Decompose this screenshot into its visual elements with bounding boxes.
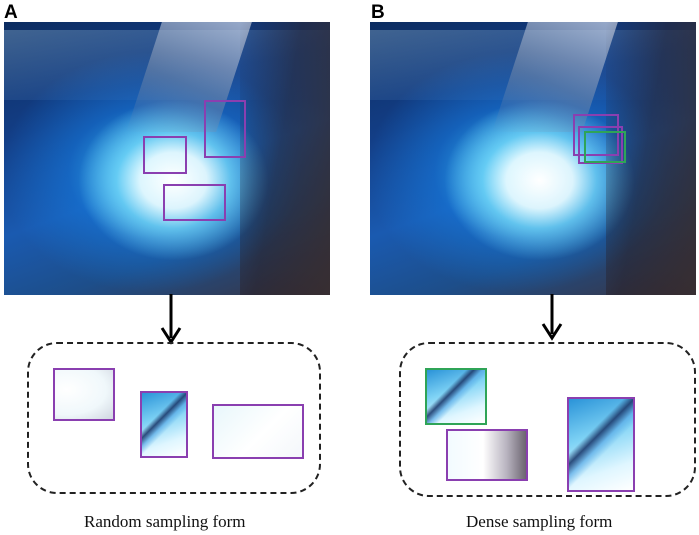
sample-frame-b [399, 342, 696, 497]
sample-box [204, 100, 246, 158]
down-arrow-icon [160, 294, 182, 345]
caption-b: Dense sampling form [466, 512, 613, 531]
welding-photo-a [4, 22, 330, 295]
sample-box [578, 126, 623, 164]
down-arrow-icon [541, 294, 563, 341]
sample-crop [425, 368, 487, 425]
panel-label-a: A [4, 2, 18, 23]
sample-box [573, 114, 619, 156]
sample-box [143, 136, 187, 174]
photo-shadow [240, 22, 330, 295]
panel-label-b: B [371, 2, 385, 23]
caption-a: Random sampling form [84, 512, 246, 531]
sample-crop [567, 397, 635, 492]
sample-crop [140, 391, 188, 458]
sample-box [584, 131, 626, 163]
sample-frame-a [27, 342, 321, 494]
sample-crop [446, 429, 528, 481]
sample-crop [212, 404, 304, 459]
sample-box [163, 184, 226, 221]
welding-photo-b [370, 22, 696, 295]
sample-crop [53, 368, 115, 421]
